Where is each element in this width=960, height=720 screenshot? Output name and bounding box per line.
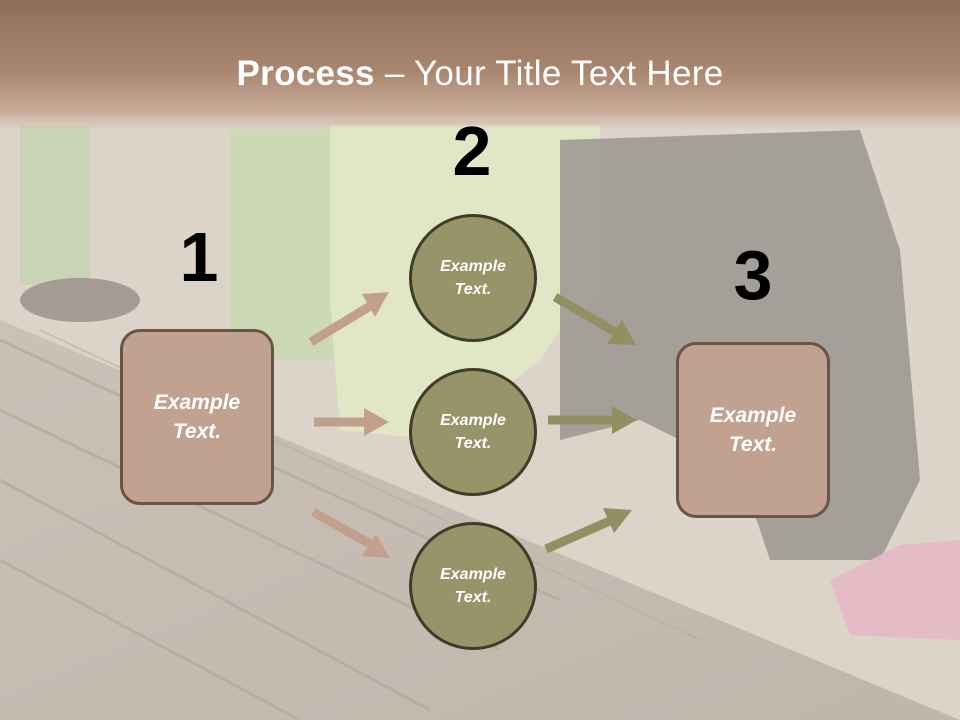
step-2-circle-middle: Example Text. xyxy=(409,368,537,496)
title-rest: – Your Title Text Here xyxy=(374,54,724,93)
circle-bottom-text: Example Text. xyxy=(440,566,506,606)
circle-middle-text: Example Text. xyxy=(440,412,506,452)
step-2-circle-top: Example Text. xyxy=(409,214,537,342)
arrow-left-top xyxy=(308,292,389,346)
circle-top-text: Example Text. xyxy=(440,258,506,298)
arrow-left-middle xyxy=(314,408,389,436)
arrow-right-bottom xyxy=(544,508,632,554)
arrow-right-middle xyxy=(548,406,637,434)
step-3-text: Example Text. xyxy=(709,404,797,456)
step-number-2: 2 xyxy=(452,112,492,190)
slide-title: Process – Your Title Text Here xyxy=(0,54,960,94)
step-1-box: Example Text. xyxy=(120,329,274,505)
arrow-right-top xyxy=(552,293,636,345)
header-band xyxy=(0,0,960,130)
step-2-circle-bottom: Example Text. xyxy=(409,522,537,650)
step-1-text: Example Text. xyxy=(153,391,241,443)
step-3-box: Example Text. xyxy=(676,342,830,518)
arrow-left-bottom xyxy=(310,508,390,558)
step-number-3: 3 xyxy=(733,236,773,314)
title-bold: Process xyxy=(236,54,375,93)
step-number-1: 1 xyxy=(179,218,219,296)
